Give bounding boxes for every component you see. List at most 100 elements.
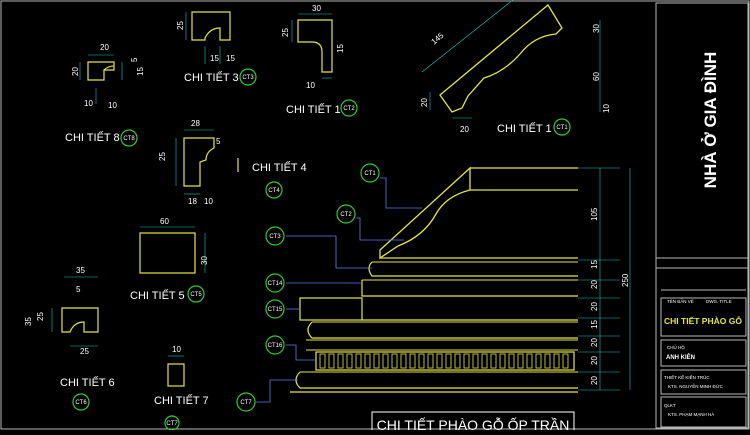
dim-label: 20 [420,98,429,107]
dentil-block [418,353,425,369]
dentils [319,353,569,369]
detail-tag-text: CT6 [75,400,87,406]
dentil-block [436,353,443,369]
dim-label: 15 [210,54,219,63]
dentil-block [490,353,497,369]
dim-label: 25 [281,28,290,37]
drawing-name: CHI TIẾT PHÀO GỖ [664,315,742,326]
dim-label: 60 [160,217,169,226]
manager-name: KTS. PHẠM MẠNH HÀ [668,411,714,417]
detail-7: 10 CHI TIẾT 7 CT7 [154,345,209,431]
dim-label: 10 [306,81,315,90]
dim-label: 20 [590,280,599,289]
dentil-block [355,353,362,369]
designer-name: KTS. NGUYỄN MINH ĐỨC [668,383,724,389]
dim-label: 25 [176,21,185,30]
dim-label: 10 [108,101,117,110]
detail-tag-text: CT7 [166,421,178,427]
dentil-block [373,353,380,369]
dentil-block [553,353,560,369]
dim-label: 20 [590,302,599,311]
dim-label: 35 [76,266,85,275]
dim-label: 20 [590,356,599,365]
detail-label: CHI TIẾT 1 [286,103,341,116]
callout-ct1[interactable]: CT1 [360,163,380,183]
detail-label: CHI TIẾT 6 [60,376,115,389]
callout-text: CT2 [340,212,352,218]
detail-label: CHI TIẾT 1 [497,122,552,135]
dentil-block [427,353,434,369]
dim-label: 20 [100,43,109,52]
detail-tag-text: CT2 [343,106,355,112]
dim-label: 15 [136,67,145,76]
dentil-block [364,353,371,369]
dim-label: 30 [312,4,321,13]
detail-tag-ct1[interactable]: CT1 [553,118,571,136]
dentil-block [508,353,515,369]
owner-name: ANH KIÊN [666,353,695,361]
detail-label: CHI TIẾT 5 [130,289,185,302]
detail-label: CHI TIẾT 8 [65,131,120,144]
dentil-block [499,353,506,369]
dim-label: 28 [191,119,200,128]
dentil-block [382,353,389,369]
dim-label: 15 [590,320,599,329]
callout-ct7[interactable]: CT7 [236,392,256,412]
dentil-block [454,353,461,369]
detail-8-label-group: CHI TIẾT 8 CT8 [65,129,138,147]
dim-label: 10 [602,104,611,113]
dentil-block [463,353,470,369]
dim-label: 250 [621,273,630,287]
dim-label: 10 [172,345,181,354]
detail-tag-ct7[interactable]: CT7 [164,415,180,431]
callout-text: CT7 [240,400,252,406]
detail-tag-ct4[interactable]: CT4 [265,181,283,199]
detail-tag-ct3[interactable]: CT3 [239,68,257,86]
main-title: CHI TIẾT PHÀO GỖ ỐP TRẦN [377,416,570,430]
detail-4: 28 5 25 18 10 CHI TIẾT 4 CT4 [158,119,307,206]
dim-label: 25 [36,312,45,321]
dentil-block [400,353,407,369]
dentil-block [481,353,488,369]
detail-tag-text: CT1 [556,125,568,131]
dim-label: 18 [188,197,197,206]
dim-label: 15 [336,44,345,53]
dim-label: 5 [216,137,221,146]
dentil-block [517,353,524,369]
callouts: CT1 CT2 CT3 CT14 CT15 CT16 CT7 [236,163,422,412]
title-block: NHÀ Ở GIA ĐÌNH TÊN BẢN VẼ DWG. TITLE CHI… [655,2,749,429]
dentil-block [472,353,479,369]
detail-tag-ct8[interactable]: CT8 [120,129,138,147]
dim-label: 10 [84,99,93,108]
dentil-block [337,353,344,369]
dentil-block [544,353,551,369]
dim-label: 20 [71,67,80,76]
detail-label: CHI TIẾT 4 [252,161,307,174]
dentil-block [391,353,398,369]
detail-2: 30 25 10 15 CHI TIẾT 1 CT2 [281,4,358,117]
callout-ct15[interactable]: CT15 [265,299,285,319]
dim-label: 15 [590,260,599,269]
dim-label: 60 [592,72,601,81]
dim-label: 10 [204,197,213,206]
detail-tag-text: CT4 [268,188,280,194]
callout-ct14[interactable]: CT14 [265,273,285,293]
detail-label: CHI TIẾT 7 [154,394,209,407]
detail-tag-text: CT3 [242,75,254,81]
detail-tag-ct6[interactable]: CT6 [72,393,90,411]
callout-text: CT1 [364,171,376,177]
detail-3: 25 15 15 CHI TIẾT 3 CT3 [176,11,257,86]
manager-label: QLKT [664,403,676,408]
dim-label: 20 [590,376,599,385]
callout-ct16[interactable]: CT16 [265,335,285,355]
dentil-block [328,353,335,369]
detail-tag-ct5[interactable]: CT5 [187,285,205,303]
callout-text: CT14 [268,281,283,287]
callout-ct3[interactable]: CT3 [265,226,285,246]
detail-tag-ct2[interactable]: CT2 [340,99,358,117]
callout-ct2[interactable]: CT2 [336,204,356,224]
callout-text: CT16 [268,343,283,349]
